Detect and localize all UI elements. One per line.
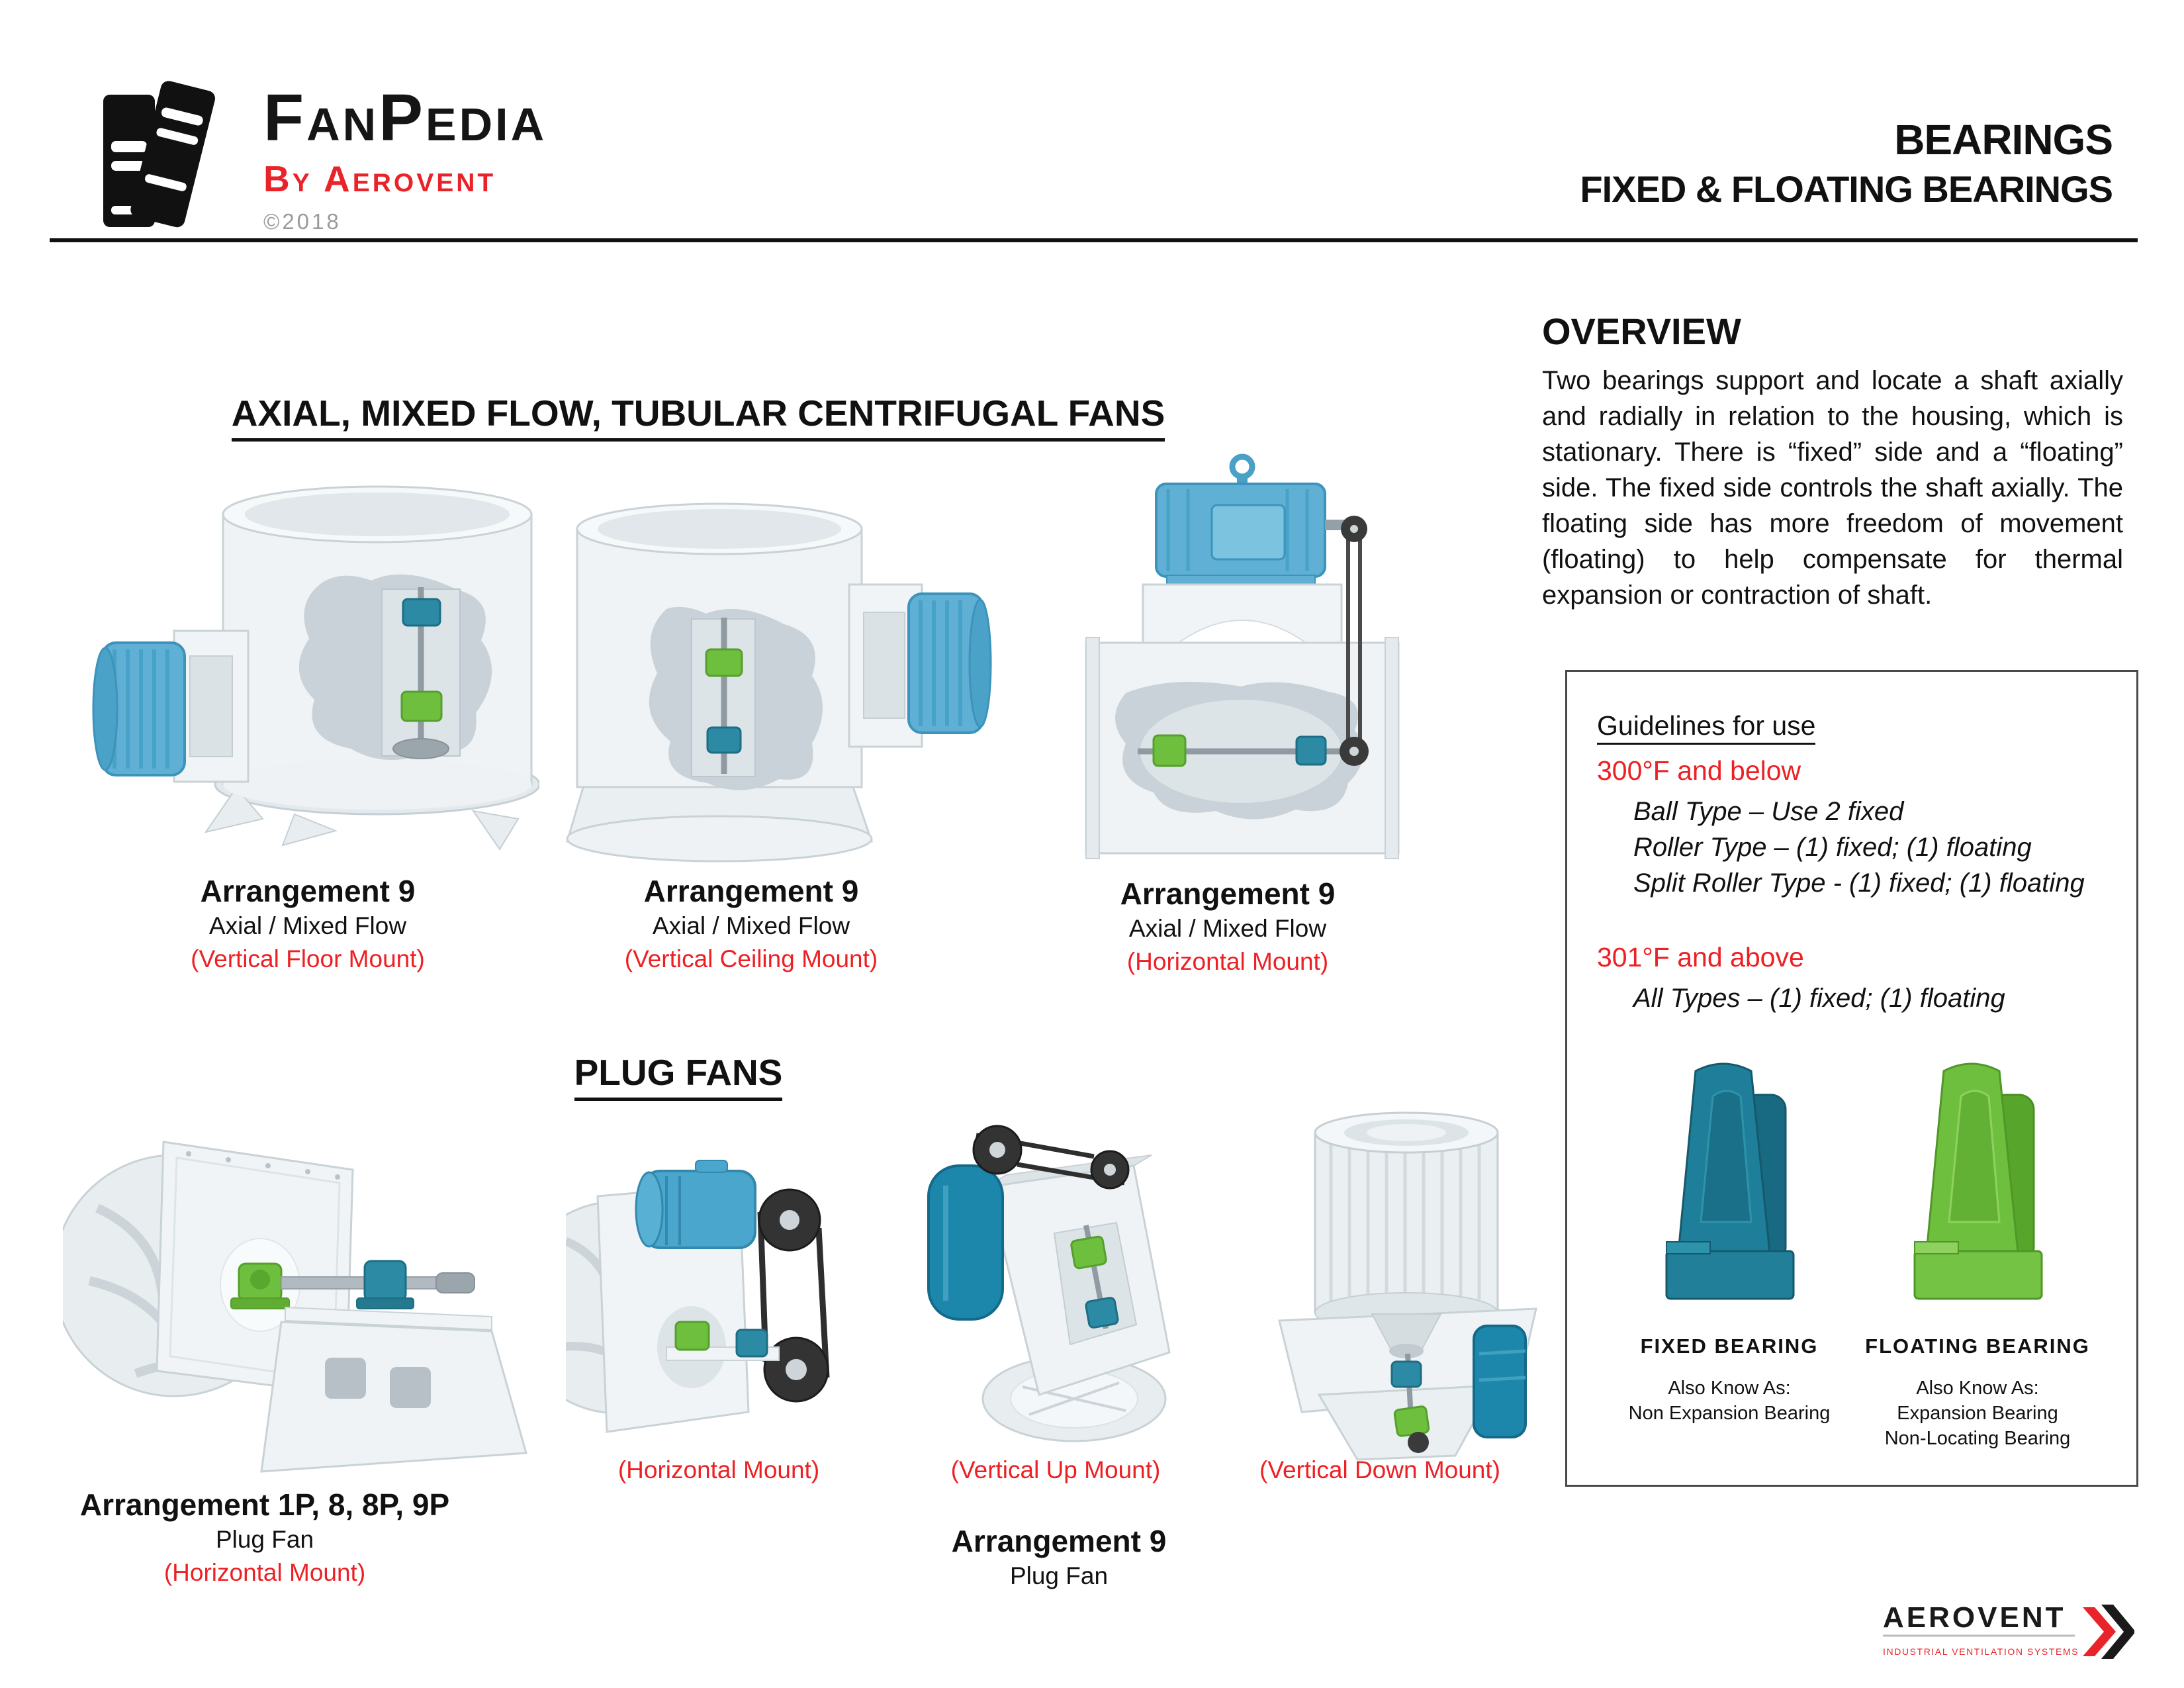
logo-title: FanPedia xyxy=(263,81,547,155)
fan-figure-arr9-ceiling xyxy=(566,487,993,874)
fan-type-label: Plug Fan xyxy=(1009,1562,1109,1589)
page-title: BEARINGS xyxy=(1894,116,2113,164)
fan-mount-label: (Vertical Ceiling Mount) xyxy=(624,945,878,972)
caption-arr9-plug: Arrangement 9 Plug Fan xyxy=(867,1523,1251,1593)
logo-block: FanPedia By Aerovent ©2018 xyxy=(263,85,547,234)
logo-byline: By Aerovent xyxy=(263,158,496,199)
guidelines-box: Guidelines for use 300°F and below Ball … xyxy=(1565,670,2138,1487)
fixed-bearing-image xyxy=(1665,1062,1794,1300)
aerovent-tagline-text: INDUSTRIAL VENTILATION SYSTEMS xyxy=(1883,1646,2079,1657)
fan-mount-label: (Vertical Floor Mount) xyxy=(191,945,425,972)
fan-arrangement-label: Arrangement 9 xyxy=(951,1524,1167,1558)
mount-label-vertical-up: (Vertical Up Mount) xyxy=(950,1456,1161,1483)
fan-type-label: Axial / Mixed Flow xyxy=(652,912,850,939)
caption-arr9-ceiling: Arrangement 9 Axial / Mixed Flow (Vertic… xyxy=(553,872,950,976)
guidelines-temp-high: 301°F and above xyxy=(1597,942,1804,972)
overview-body: Two bearings support and locate a shaft … xyxy=(1542,366,2123,610)
aerovent-logo: AEROVENT INDUSTRIAL VENTILATION SYSTEMS xyxy=(1883,1601,2134,1664)
guidelines-rule: Roller Type – (1) fixed; (1) floating xyxy=(1633,833,2032,862)
guidelines-rule: Split Roller Type - (1) fixed; (1) float… xyxy=(1633,868,2085,898)
fan-figure-plug-horizontal-large xyxy=(63,1109,529,1483)
fan-mount-label: (Horizontal Mount) xyxy=(163,1559,366,1586)
header-divider xyxy=(50,238,2138,242)
fan-type-label: Axial / Mixed Flow xyxy=(208,912,407,939)
plug-fan-vertical-up-illustration xyxy=(927,1125,1171,1442)
aerovent-logo-image: AEROVENT INDUSTRIAL VENTILATION SYSTEMS xyxy=(1883,1601,2134,1659)
plug-fan-vertical-down-illustration xyxy=(1278,1111,1537,1461)
caption-plug-large: Arrangement 1P, 8, 8P, 9P Plug Fan (Hori… xyxy=(63,1486,467,1589)
fan-figure-arr9-floor xyxy=(76,453,539,854)
arr9-horizontal-illustration xyxy=(1085,453,1400,859)
fan-type-label: Plug Fan xyxy=(215,1526,314,1553)
guidelines-rule: All Types – (1) fixed; (1) floating xyxy=(1633,984,2005,1013)
guidelines-heading: Guidelines for use xyxy=(1597,710,1816,745)
plug-section-heading: PLUG FANS xyxy=(480,1051,877,1101)
fanpedia-books-icon xyxy=(98,76,234,232)
fan-type-label: Axial / Mixed Flow xyxy=(1128,915,1327,942)
fan-mount-label: (Horizontal Mount) xyxy=(1126,948,1329,975)
fan-figure-plug-belt-horizontal xyxy=(566,1149,867,1450)
fan-arrangement-label: Arrangement 1P, 8, 8P, 9P xyxy=(79,1487,450,1522)
caption-arr9-floor: Arrangement 9 Axial / Mixed Flow (Vertic… xyxy=(109,872,506,976)
chevron-icon xyxy=(2083,1607,2116,1656)
fixed-bearing-column: FIXED BEARING Also Know As: Non Expansio… xyxy=(1597,1053,1862,1426)
floating-bearing-image xyxy=(1913,1062,2042,1300)
fixed-bearing-aka: Also Know As: Non Expansion Bearing xyxy=(1628,1378,1831,1424)
guidelines-rule: Ball Type – Use 2 fixed xyxy=(1633,797,1904,826)
floating-bearing-label: FLOATING BEARING xyxy=(1865,1335,2090,1358)
arr9-vertical-ceiling-illustration xyxy=(566,502,992,863)
overview-heading: OVERVIEW xyxy=(1542,310,1741,352)
chevron-icon xyxy=(2101,1605,2134,1659)
aerovent-brand-text: AEROVENT xyxy=(1883,1601,2066,1634)
caption-arr9-horizontal: Arrangement 9 Axial / Mixed Flow (Horizo… xyxy=(1029,875,1426,978)
floating-bearing-column: FLOATING BEARING Also Know As: Expansion… xyxy=(1845,1053,2110,1451)
mount-label-vertical-down: (Vertical Down Mount) xyxy=(1259,1456,1500,1483)
page-subtitle: FIXED & FLOATING BEARINGS xyxy=(1580,168,2113,211)
axial-section-heading: AXIAL, MIXED FLOW, TUBULAR CENTRIFUGAL F… xyxy=(212,392,1185,442)
guidelines-temp-low: 300°F and below xyxy=(1597,755,1801,786)
fan-figure-plug-vertical-down xyxy=(1241,1102,1549,1463)
fixed-bearing-label: FIXED BEARING xyxy=(1640,1335,1819,1358)
plug-fan-horizontal-illustration xyxy=(63,1141,527,1473)
floating-bearing-aka: Also Know As: Expansion Bearing Non-Loca… xyxy=(1884,1378,2071,1449)
mount-label-horizontal: (Horizontal Mount) xyxy=(617,1456,820,1483)
fan-arrangement-label: Arrangement 9 xyxy=(200,874,416,908)
fan-figure-arr9-horizontal xyxy=(1082,440,1403,861)
page-header: BEARINGS FIXED & FLOATING BEARINGS xyxy=(1186,116,2113,211)
fan-arrangement-label: Arrangement 9 xyxy=(643,874,859,908)
logo-copyright: ©2018 xyxy=(263,209,341,234)
arr9-vertical-floor-illustration xyxy=(92,485,539,851)
books-icon xyxy=(103,81,216,228)
fan-figure-plug-vertical-up xyxy=(897,1109,1218,1456)
plug-fan-belt-horizontal-illustration xyxy=(566,1160,830,1433)
fan-arrangement-label: Arrangement 9 xyxy=(1120,876,1336,911)
